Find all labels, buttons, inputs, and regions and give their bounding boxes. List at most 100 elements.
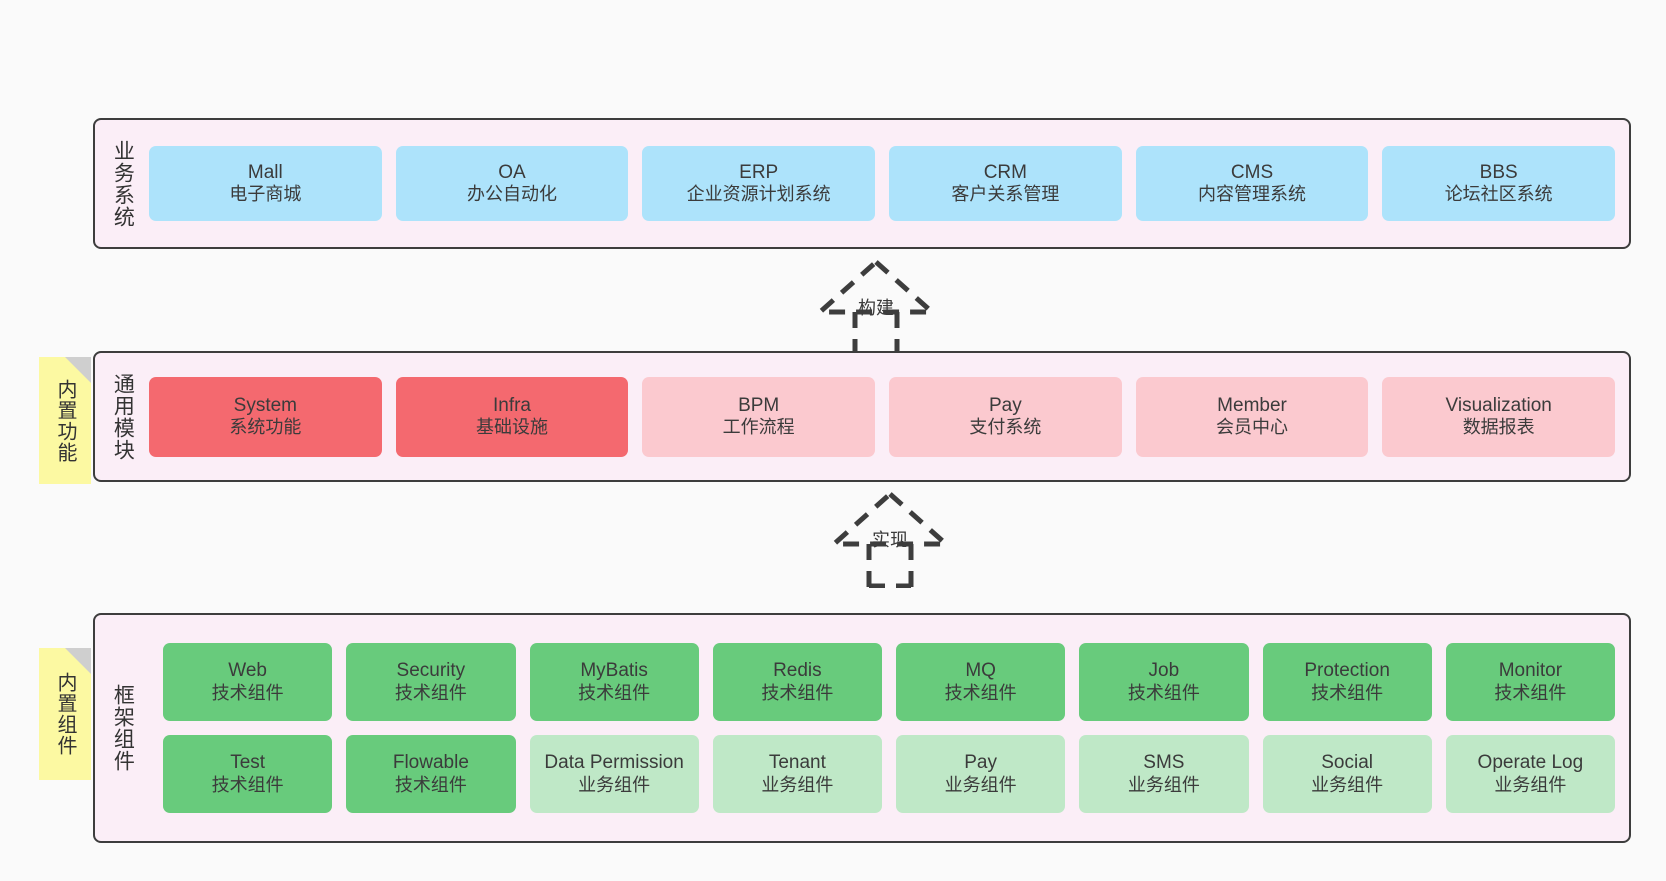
module-card-title: Visualization xyxy=(1445,394,1552,416)
module-card-subtitle: 数据报表 xyxy=(1462,417,1535,438)
sticky-note-builtin-function: 内置功能 xyxy=(39,357,91,484)
module-card-subtitle: 支付系统 xyxy=(969,417,1042,438)
module-card-title: Operate Log xyxy=(1477,752,1584,774)
note-fold-corner-icon xyxy=(65,648,91,674)
connector-implement-label: 实现 xyxy=(872,530,908,550)
module-card-subtitle: 技术组件 xyxy=(1494,682,1567,703)
module-card-subtitle: 技术组件 xyxy=(761,682,834,703)
module-card-title: SMS xyxy=(1143,752,1185,774)
module-card-subtitle: 业务组件 xyxy=(1311,774,1384,795)
module-card-title: Protection xyxy=(1304,660,1390,682)
module-card-subtitle: 会员中心 xyxy=(1216,417,1289,438)
module-card-title: Pay xyxy=(988,394,1022,416)
module-card-title: CMS xyxy=(1230,161,1274,183)
module-card-subtitle: 业务组件 xyxy=(761,774,834,795)
module-card-title: Tenant xyxy=(768,752,826,774)
module-card-title: BPM xyxy=(738,394,780,416)
module-card-subtitle: 技术组件 xyxy=(1127,682,1200,703)
module-card-subtitle: 办公自动化 xyxy=(467,184,557,205)
module-card-subtitle: 业务组件 xyxy=(944,774,1017,795)
sticky-note-builtin-component: 内置组件 xyxy=(39,648,91,780)
layer-title-framework-component: 框架组件 xyxy=(111,684,135,772)
layer-title-business-system: 业务系统 xyxy=(111,139,135,228)
module-card-title: MQ xyxy=(965,660,996,682)
module-card-title: Member xyxy=(1217,394,1287,416)
module-card-title: System xyxy=(233,394,298,416)
module-card-subtitle: 论坛社区系统 xyxy=(1444,184,1553,205)
module-card-subtitle: 技术组件 xyxy=(211,682,284,703)
module-card-subtitle: 技术组件 xyxy=(394,774,467,795)
module-card-subtitle: 企业资源计划系统 xyxy=(686,184,831,205)
module-card-subtitle: 基础设施 xyxy=(476,417,548,438)
module-card-title: Test xyxy=(230,752,266,774)
module-card-subtitle: 工作流程 xyxy=(722,417,795,438)
module-card-title: MyBatis xyxy=(580,660,648,682)
connector-build: 构建 xyxy=(796,256,956,356)
sticky-note-builtin-component-label: 内置组件 xyxy=(54,672,76,756)
module-card-title: Security xyxy=(396,660,466,682)
module-card-title: Infra xyxy=(492,394,532,416)
module-card-title: Data Permission xyxy=(544,752,684,774)
module-card-title: Flowable xyxy=(392,752,469,774)
module-card-subtitle: 电子商城 xyxy=(229,184,302,205)
module-card-subtitle: 业务组件 xyxy=(1494,774,1567,795)
module-card-subtitle: 业务组件 xyxy=(1127,774,1200,795)
layer-title-common-module: 通用模块 xyxy=(111,372,135,461)
module-card-title: BBS xyxy=(1479,161,1518,183)
module-card-subtitle: 技术组件 xyxy=(1311,682,1384,703)
module-card-title: ERP xyxy=(739,161,779,183)
module-card-title: Monitor xyxy=(1498,660,1563,682)
module-card-subtitle: 业务组件 xyxy=(578,774,651,795)
connector-build-label: 构建 xyxy=(858,298,894,318)
module-card-title: Redis xyxy=(773,660,822,682)
module-card-subtitle: 技术组件 xyxy=(944,682,1017,703)
module-card-title: Pay xyxy=(964,752,997,774)
module-card-title: Job xyxy=(1148,660,1180,682)
module-card-subtitle: 技术组件 xyxy=(578,682,651,703)
sticky-note-builtin-function-label: 内置功能 xyxy=(54,378,76,463)
module-card-subtitle: 内容管理系统 xyxy=(1198,184,1307,205)
module-card-title: CRM xyxy=(983,161,1027,183)
module-card-title: Web xyxy=(228,660,267,682)
module-card-subtitle: 客户关系管理 xyxy=(951,184,1060,205)
module-card-title: Mall xyxy=(247,161,283,183)
module-card-subtitle: 系统功能 xyxy=(229,417,302,438)
module-card-title: Social xyxy=(1321,752,1373,774)
